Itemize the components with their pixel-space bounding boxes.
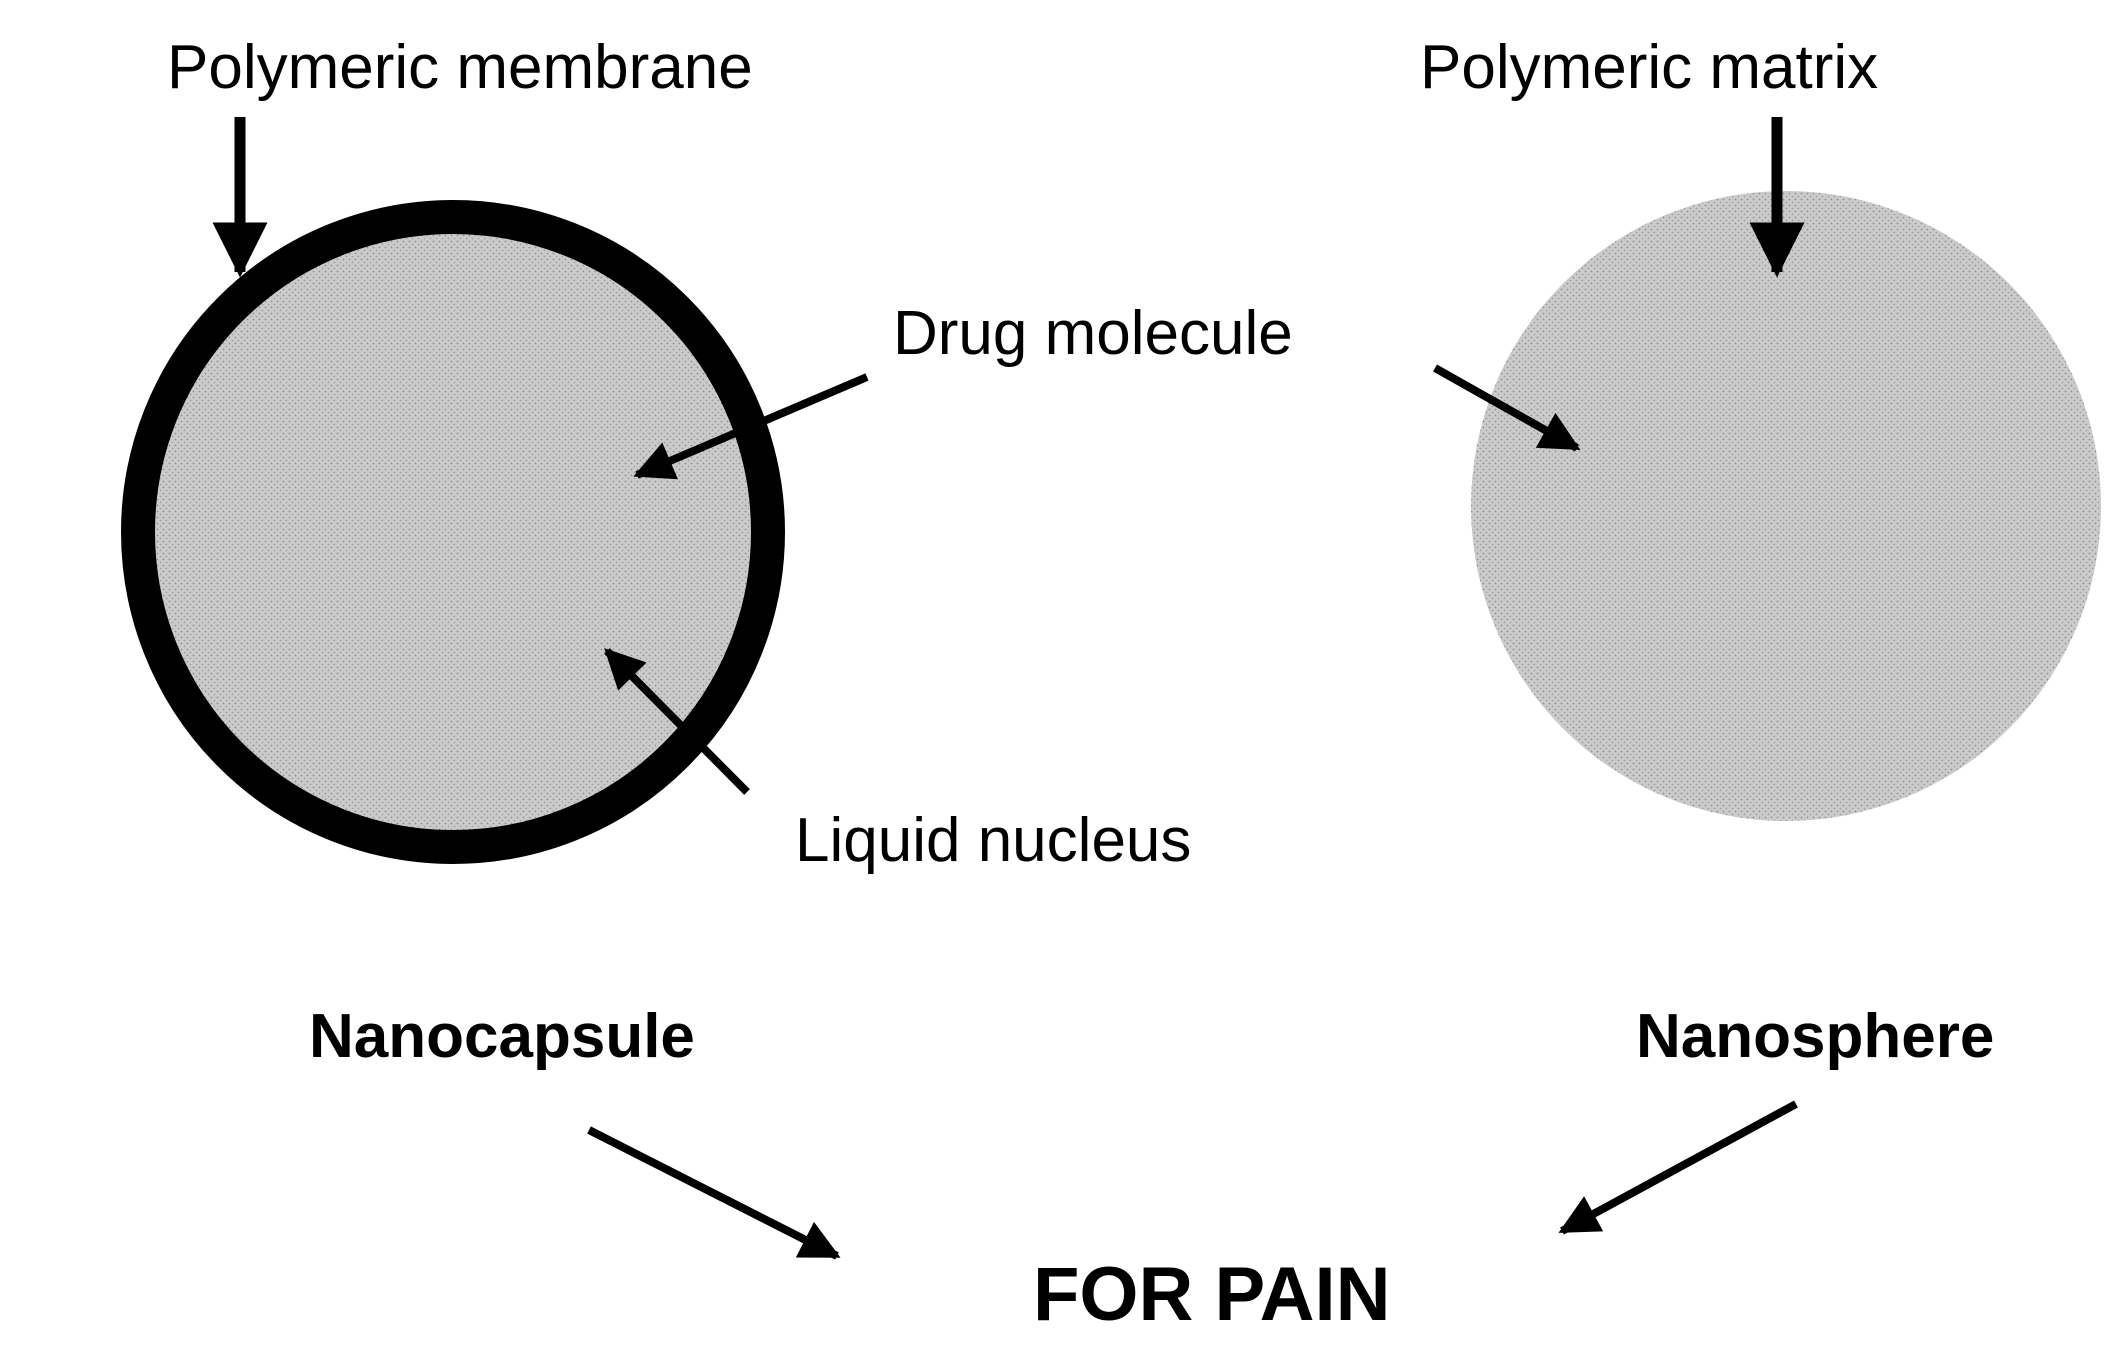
for-pain-label: FOR PAIN	[1033, 1252, 1390, 1337]
nanosphere-figure	[1471, 191, 2101, 821]
nanosphere-to-pain-arrow	[1558, 1100, 1798, 1235]
arrows	[212, 117, 1805, 1260]
drug-molecule-label: Drug molecule	[893, 299, 1293, 368]
liquid-nucleus-label: Liquid nucleus	[795, 806, 1191, 875]
drug-molecule-arrow-left	[633, 373, 869, 480]
polymeric-membrane-ring	[121, 200, 785, 864]
nanocapsule-label: Nanocapsule	[309, 1002, 695, 1071]
nanocapsule-to-pain-arrow	[587, 1126, 841, 1260]
liquid-nucleus-arrow	[604, 648, 750, 795]
polymeric-matrix-label: Polymeric matrix	[1420, 33, 1878, 102]
polymeric-matrix-sphere	[1471, 191, 2101, 821]
nanocapsule-figure	[121, 200, 785, 864]
polymeric-membrane-label: Polymeric membrane	[167, 33, 753, 102]
nanosphere-label: Nanosphere	[1636, 1002, 1994, 1071]
drug-molecule-arrow-right	[1433, 364, 1581, 452]
